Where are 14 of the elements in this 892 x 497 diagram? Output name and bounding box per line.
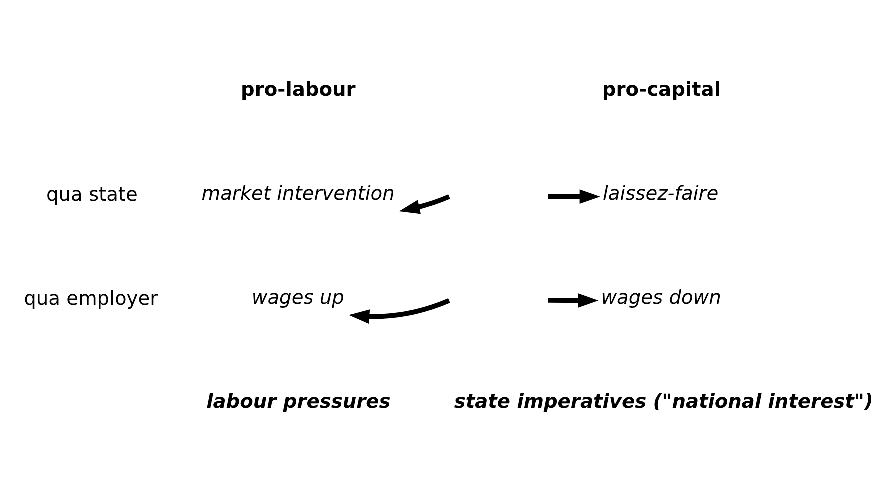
label: pro-capital bbox=[602, 78, 720, 101]
label: state imperatives ("national interest") bbox=[454, 390, 873, 413]
arrow bbox=[548, 294, 598, 308]
label: labour pressures bbox=[206, 390, 390, 413]
node-text: market intervention bbox=[201, 182, 394, 205]
node-text: wages up bbox=[251, 286, 344, 309]
label: qua state bbox=[46, 183, 138, 206]
node-text: laissez-faire bbox=[602, 182, 718, 205]
arrow bbox=[548, 190, 600, 204]
label: qua employer bbox=[24, 287, 158, 310]
node-text: wages down bbox=[600, 286, 721, 309]
arrow bbox=[398, 194, 450, 214]
label: pro-labour bbox=[240, 78, 356, 101]
arrow bbox=[348, 298, 450, 324]
